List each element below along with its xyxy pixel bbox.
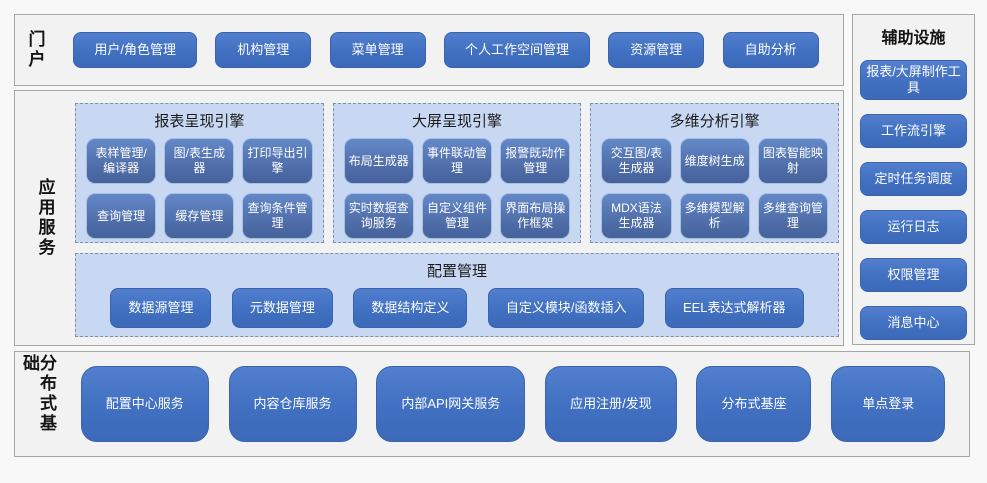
config-node: 自定义模块/函数插入 bbox=[487, 288, 645, 328]
config-node: 元数据管理 bbox=[231, 288, 333, 328]
auxiliary-node: 运行日志 bbox=[860, 210, 967, 244]
portal-node: 用户/角色管理 bbox=[73, 32, 197, 68]
auxiliary-panel: 辅助设施 报表/大屏制作工具工作流引擎定时任务调度运行日志权限管理消息中心 bbox=[852, 14, 975, 345]
config-node: 数据结构定义 bbox=[353, 288, 468, 328]
foundation-node: 配置中心服务 bbox=[80, 366, 209, 442]
foundation-panel: 分布式基础 配置中心服务内容仓库服务内部API网关服务应用注册/发现分布式基座单… bbox=[14, 351, 970, 457]
config-node: 数据源管理 bbox=[110, 288, 212, 328]
engine-node: 维度树生成 bbox=[679, 138, 750, 184]
engine-panel-bigscreen: 大屏呈现引擎 布局生成器事件联动管理报警既动作管理实时数据查询服务自定义组件管理… bbox=[332, 103, 582, 243]
config-node-row: 数据源管理元数据管理数据结构定义自定义模块/函数插入 EEL表达式解析器 bbox=[76, 286, 838, 328]
engine-node: 缓存管理 bbox=[164, 193, 235, 239]
config-panel-title: 配置管理 bbox=[426, 263, 487, 280]
engine-title: 大屏呈现引擎 bbox=[412, 113, 503, 130]
portal-node: 个人工作空间管理 bbox=[443, 32, 590, 68]
foundation-node-row: 配置中心服务内容仓库服务内部API网关服务应用注册/发现分布式基座单点登录 bbox=[61, 366, 969, 442]
engine-node: 实时数据查询服务 bbox=[343, 193, 414, 239]
foundation-panel-label: 分布式基础 bbox=[20, 354, 56, 435]
engine-node-grid: 交互图/表生成器维度树生成图表智能映射 MDX语法生成器多维模型解析多维查询管理 bbox=[591, 136, 838, 249]
config-node: EEL表达式解析器 bbox=[664, 288, 804, 328]
foundation-node: 单点登录 bbox=[831, 366, 946, 442]
engine-node: 布局生成器 bbox=[343, 138, 414, 184]
engine-node: 事件联动管理 bbox=[421, 138, 493, 184]
auxiliary-panel-title: 辅助设施 bbox=[881, 30, 946, 47]
auxiliary-node: 报表/大屏制作工具 bbox=[860, 60, 967, 100]
engines-row: 报表呈现引擎 表样管理/编译器图/表生成器打印导出引擎查询管理缓存管理查询条件管… bbox=[75, 103, 840, 243]
engine-node: 表样管理/编译器 bbox=[86, 138, 157, 184]
auxiliary-node: 工作流引擎 bbox=[860, 114, 967, 148]
auxiliary-node: 消息中心 bbox=[860, 306, 967, 340]
foundation-node: 内容仓库服务 bbox=[228, 366, 357, 442]
portal-panel: 门户 用户/角色管理机构管理菜单管理个人工作空间管理资源管理自助分析 bbox=[14, 14, 844, 86]
foundation-node: 应用注册/发现 bbox=[545, 366, 677, 442]
portal-node: 自助分析 bbox=[722, 32, 819, 68]
engine-node: 查询管理 bbox=[86, 193, 157, 239]
auxiliary-node-list: 报表/大屏制作工具工作流引擎定时任务调度运行日志权限管理消息中心 bbox=[853, 60, 974, 340]
engine-title: 报表呈现引擎 bbox=[154, 113, 245, 130]
engine-node: 自定义组件管理 bbox=[421, 193, 493, 239]
app-services-panel: 应用服务 报表呈现引擎 表样管理/编译器图/表生成器打印导出引擎查询管理缓存管理… bbox=[14, 90, 844, 346]
engine-node-grid: 表样管理/编译器图/表生成器打印导出引擎查询管理缓存管理查询条件管理 bbox=[76, 136, 323, 249]
auxiliary-node: 定时任务调度 bbox=[860, 162, 967, 196]
engine-node: 图表智能映射 bbox=[757, 138, 829, 184]
portal-node: 资源管理 bbox=[608, 32, 705, 68]
portal-node-row: 用户/角色管理机构管理菜单管理个人工作空间管理资源管理自助分析 bbox=[55, 32, 843, 68]
engine-node: 多维模型解析 bbox=[679, 193, 750, 239]
engine-node: 图/表生成器 bbox=[164, 138, 235, 184]
engine-node: MDX语法生成器 bbox=[601, 193, 672, 239]
config-management-panel: 配置管理 数据源管理元数据管理数据结构定义自定义模块/函数插入 EEL表达式解析器 bbox=[75, 253, 839, 337]
engine-node: 报警既动作管理 bbox=[500, 138, 571, 184]
engine-panel-olap: 多维分析引擎 交互图/表生成器维度树生成图表智能映射 MDX语法生成器多维模型解析… bbox=[590, 103, 840, 243]
engine-node: 打印导出引擎 bbox=[242, 138, 313, 184]
portal-panel-label: 门户 bbox=[25, 30, 45, 70]
engine-panel-report: 报表呈现引擎 表样管理/编译器图/表生成器打印导出引擎查询管理缓存管理查询条件管… bbox=[75, 103, 324, 243]
engine-node: 交互图/表生成器 bbox=[601, 138, 672, 184]
portal-node: 机构管理 bbox=[215, 32, 312, 68]
engine-node: 查询条件管理 bbox=[242, 193, 313, 239]
foundation-node: 分布式基座 bbox=[696, 366, 812, 442]
portal-node: 菜单管理 bbox=[329, 32, 426, 68]
engine-node-grid: 布局生成器事件联动管理报警既动作管理实时数据查询服务自定义组件管理界面布局操作框… bbox=[334, 136, 581, 249]
app-services-panel-label: 应用服务 bbox=[35, 178, 55, 258]
auxiliary-node: 权限管理 bbox=[860, 258, 967, 292]
foundation-node: 内部API网关服务 bbox=[376, 366, 526, 442]
engine-node: 多维查询管理 bbox=[757, 193, 829, 239]
engine-title: 多维分析引擎 bbox=[669, 113, 760, 130]
engine-node: 界面布局操作框架 bbox=[500, 193, 571, 239]
